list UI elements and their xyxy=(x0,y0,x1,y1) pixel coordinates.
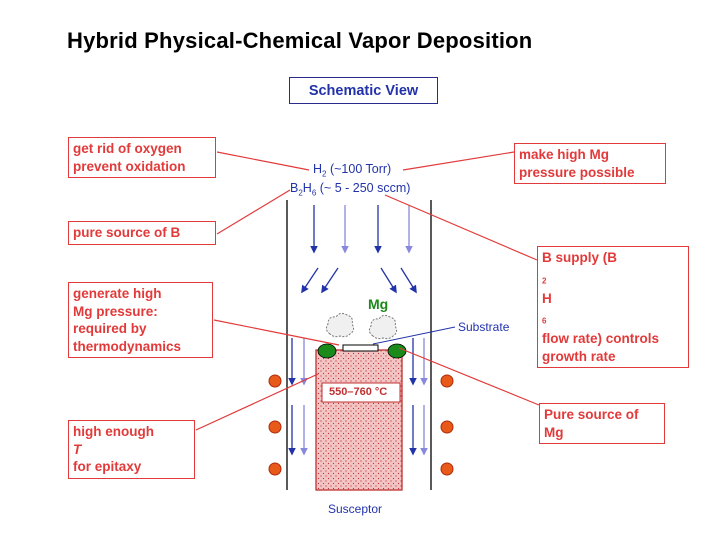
h2-flow-label: H2 (~100 Torr) xyxy=(313,162,392,179)
note-high-mg-pressure: make high Mg pressure possible xyxy=(514,143,666,184)
gas-flow-arrows-side xyxy=(288,338,428,456)
heater-coils xyxy=(268,374,454,476)
substrate-label: Substrate xyxy=(458,320,510,334)
substrate xyxy=(342,344,379,352)
mg-vapor-cloud-left xyxy=(325,312,355,338)
note-generate-mg: generate high Mg pressure: required by t… xyxy=(68,282,213,358)
schematic-view-label: Schematic View xyxy=(289,77,438,104)
substrate-pointer-line xyxy=(372,326,456,345)
note-oxygen: get rid of oxygen prevent oxidation xyxy=(68,137,216,178)
mg-label: Mg xyxy=(368,296,389,312)
gas-flow-arrows-top xyxy=(310,205,413,254)
note-high-t: high enough T for epitaxy xyxy=(68,420,195,479)
susceptor-label: Susceptor xyxy=(328,502,383,516)
page-title: Hybrid Physical-Chemical Vapor Depositio… xyxy=(67,28,533,53)
temperature-box xyxy=(321,382,401,403)
mg-vapor-cloud-right xyxy=(368,314,398,340)
gas-flow-arrows-diagonal xyxy=(301,267,417,294)
mg-pellet-right xyxy=(387,343,407,359)
susceptor xyxy=(315,349,403,491)
note-pure-mg: Pure source of Mg xyxy=(539,403,665,444)
note-pure-b: pure source of B xyxy=(68,221,216,245)
annotation-lines xyxy=(195,151,540,431)
b2h6-flow-label: B2H6 (~ 5 - 250 sccm) xyxy=(290,181,411,198)
temperature-label: 550–760 °C xyxy=(329,386,388,398)
mg-pellet-left xyxy=(317,343,337,359)
